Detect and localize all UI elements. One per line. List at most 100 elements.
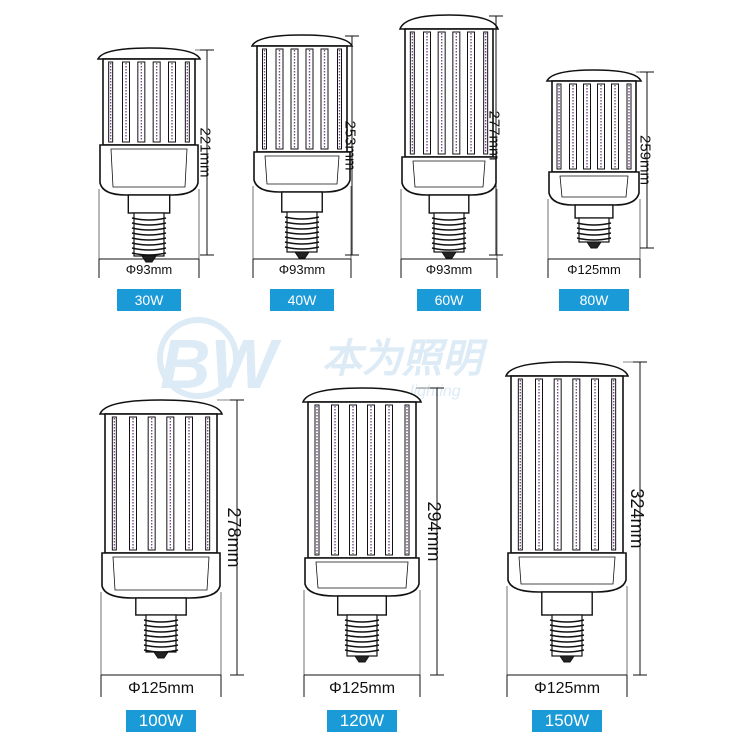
screw-thread — [431, 237, 467, 241]
led-strip — [129, 416, 137, 551]
lamp-neck — [541, 591, 593, 616]
led-strip — [556, 83, 562, 170]
led-strip — [367, 404, 375, 556]
screw-thread — [344, 619, 380, 623]
screw-thread — [284, 236, 320, 240]
wattage-badge — [270, 289, 334, 311]
collar-inner — [559, 175, 629, 198]
screw-thread — [284, 226, 320, 230]
screw-thread — [344, 629, 380, 633]
screw-thread — [549, 634, 585, 638]
collar-inner — [518, 556, 616, 585]
led-strip — [147, 416, 156, 551]
led-strip — [331, 404, 339, 556]
height-label: 253mm — [342, 120, 359, 170]
led-strip — [583, 83, 591, 170]
screw-thread — [143, 629, 179, 633]
wattage-label: 100W — [139, 711, 183, 730]
screw-thread — [576, 232, 612, 236]
led-strip — [569, 83, 577, 170]
screw-thread — [131, 242, 167, 246]
screw-thread — [431, 227, 467, 231]
lamp-collar — [401, 156, 497, 196]
screw-thread — [576, 222, 612, 226]
led-strip — [185, 416, 193, 551]
socket-tip — [559, 655, 575, 663]
screw-thread — [431, 217, 467, 221]
lamp-collar — [99, 144, 199, 196]
wattage-label: 60W — [435, 292, 465, 308]
screw-thread — [284, 221, 320, 225]
lamp-body — [102, 58, 196, 146]
lamp-body — [256, 45, 348, 153]
screw-thread — [143, 644, 179, 648]
lamp-collar — [101, 552, 221, 599]
lamp-neck — [135, 597, 187, 616]
lamp-collar — [304, 557, 420, 597]
socket-tip — [441, 251, 457, 259]
screw-thread — [344, 634, 380, 638]
screw-thread — [549, 649, 585, 653]
screw-thread — [143, 639, 179, 643]
diameter-label: Φ93mm — [126, 262, 173, 277]
screw-thread — [549, 639, 585, 643]
lamps-layer: 221mmΦ93mm30W253mmΦ93mm40W277mmΦ93mm60W2… — [96, 14, 654, 732]
led-strip — [626, 83, 632, 170]
diameter-label: Φ93mm — [426, 262, 473, 277]
lamp-body — [104, 413, 218, 554]
wattage-label: 30W — [135, 292, 165, 308]
diameter-label: Φ125mm — [534, 680, 600, 697]
lamp-neck — [337, 595, 388, 616]
collar-inner — [264, 155, 340, 185]
screw-thread — [284, 216, 320, 220]
screw-thread — [284, 246, 320, 250]
screw-thread — [344, 649, 380, 653]
wattage-badge — [126, 710, 196, 732]
screw-thread — [131, 227, 167, 231]
wattage-badge — [559, 289, 629, 311]
screw-thread — [344, 639, 380, 643]
screw-thread — [131, 247, 167, 251]
diameter-label: Φ125mm — [128, 680, 194, 697]
lamp-neck — [281, 191, 323, 213]
height-label: 278mm — [224, 507, 244, 567]
screw-thread — [344, 624, 380, 628]
diameter-label: Φ93mm — [279, 262, 326, 277]
wattage-label: 120W — [340, 711, 384, 730]
wattage-label: 80W — [580, 292, 610, 308]
wattage-badge — [532, 710, 602, 732]
screw-thread — [143, 634, 179, 638]
lamp-collar — [253, 151, 351, 193]
collar-inner — [110, 148, 188, 188]
screw-thread — [431, 247, 467, 251]
socket-tip — [153, 651, 169, 659]
screw-thread — [549, 644, 585, 648]
lamp-collar — [507, 552, 627, 593]
height-label: 221mm — [197, 127, 214, 177]
screw-thread — [284, 241, 320, 245]
lamp-cap — [545, 69, 643, 82]
led-strip — [349, 404, 357, 556]
collar-inner — [315, 561, 409, 589]
screw-thread — [431, 242, 467, 246]
screw-thread — [549, 624, 585, 628]
led-strip — [385, 404, 393, 556]
lamp-cap — [301, 387, 423, 403]
led-strip — [314, 404, 320, 556]
height-label: 277mm — [486, 110, 503, 160]
socket-tip — [294, 251, 310, 259]
lamp-neck — [428, 194, 470, 214]
watermark-ring — [157, 317, 239, 399]
led-strip — [166, 416, 175, 551]
screw-thread — [131, 222, 167, 226]
screw-thread — [143, 624, 179, 628]
socket-tip — [354, 655, 370, 663]
led-strip — [611, 83, 619, 170]
